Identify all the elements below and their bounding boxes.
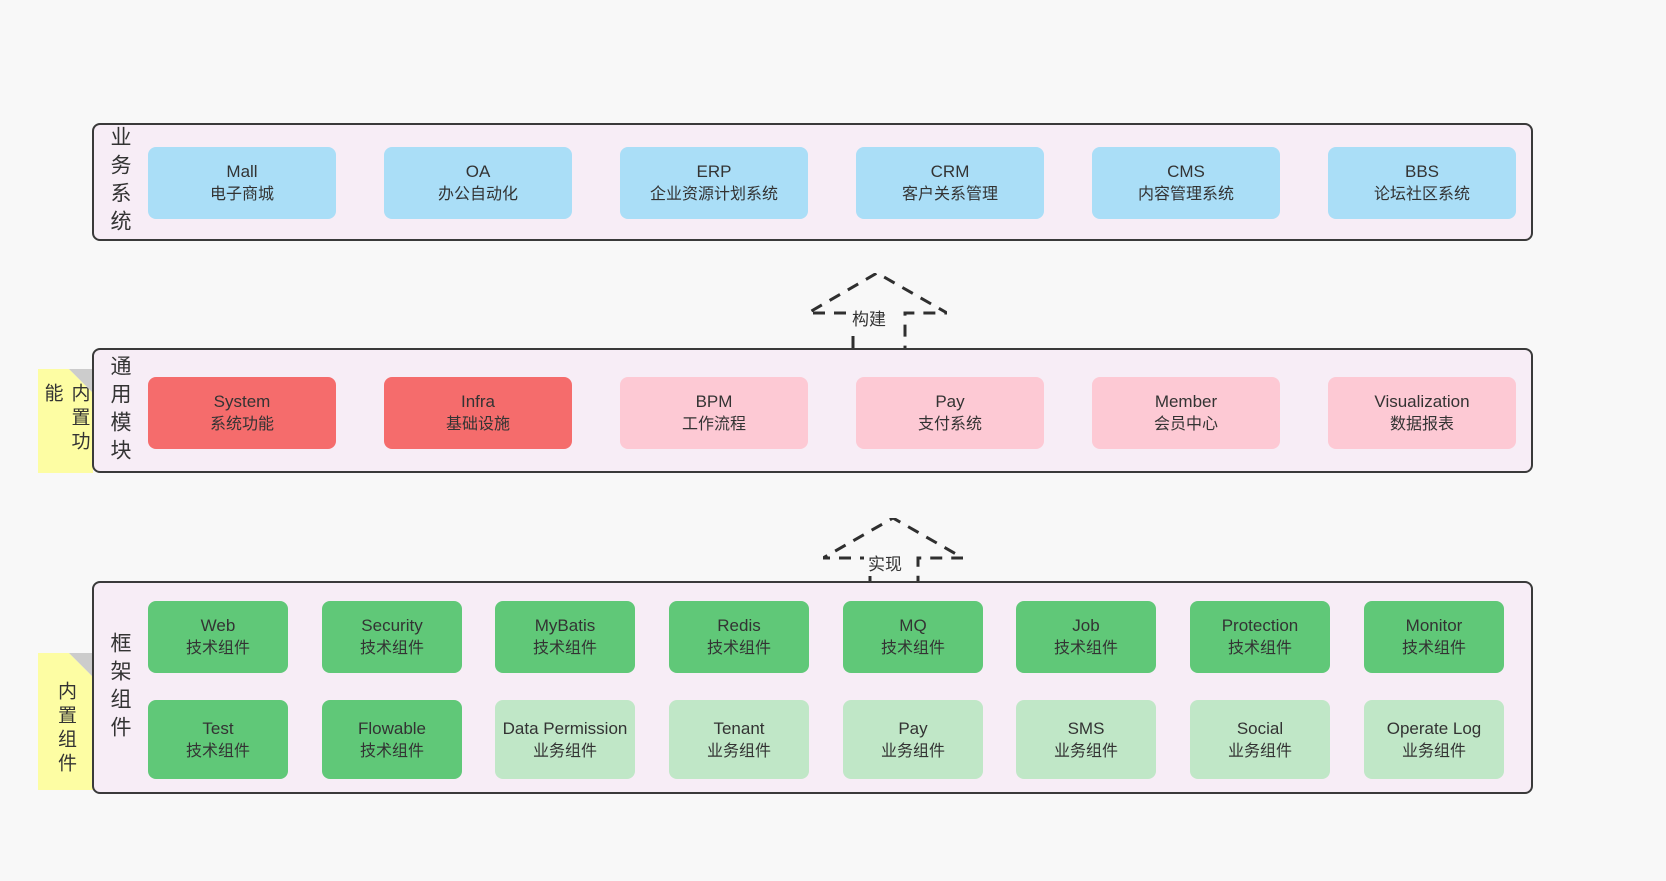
box-member: Member 会员中心 xyxy=(1092,377,1280,449)
box-bpm: BPM 工作流程 xyxy=(620,377,808,449)
panel-framework-components: 框架组件 Web 技术组件 Security 技术组件 MyBatis 技术组件… xyxy=(92,581,1533,794)
box-infra: Infra 基础设施 xyxy=(384,377,572,449)
sticky-note-label: 内置功能 xyxy=(41,383,90,455)
box-pay-module: Pay 支付系统 xyxy=(856,377,1044,449)
box-crm: CRM 客户关系管理 xyxy=(856,147,1044,219)
box-mybatis: MyBatis 技术组件 xyxy=(495,601,635,673)
box-social: Social 业务组件 xyxy=(1190,700,1330,779)
panel-label-business-systems: 业务系统 xyxy=(108,126,131,238)
box-operate-log: Operate Log 业务组件 xyxy=(1364,700,1504,779)
panel-label-common-modules: 通用模块 xyxy=(108,354,131,467)
box-test: Test 技术组件 xyxy=(148,700,288,779)
box-sms: SMS 业务组件 xyxy=(1016,700,1156,779)
box-pay-component: Pay 业务组件 xyxy=(843,700,983,779)
box-bbs: BBS 论坛社区系统 xyxy=(1328,147,1516,219)
box-web: Web 技术组件 xyxy=(148,601,288,673)
box-system: System 系统功能 xyxy=(148,377,336,449)
sticky-note-label: 内置组件 xyxy=(55,680,76,777)
arrow-implement-label: 实现 xyxy=(864,549,906,576)
box-flowable: Flowable 技术组件 xyxy=(322,700,462,779)
box-security: Security 技术组件 xyxy=(322,601,462,673)
panel-common-modules: 通用模块 System 系统功能 Infra 基础设施 BPM 工作流程 Pay… xyxy=(92,348,1533,473)
panel-label-framework-components: 框架组件 xyxy=(108,631,131,744)
box-job: Job 技术组件 xyxy=(1016,601,1156,673)
box-mall: Mall 电子商城 xyxy=(148,147,336,219)
box-visualization: Visualization 数据报表 xyxy=(1328,377,1516,449)
box-data-permission: Data Permission 业务组件 xyxy=(495,700,635,779)
box-monitor: Monitor 技术组件 xyxy=(1364,601,1504,673)
box-cms: CMS 内容管理系统 xyxy=(1092,147,1280,219)
box-protection: Protection 技术组件 xyxy=(1190,601,1330,673)
box-oa: OA 办公自动化 xyxy=(384,147,572,219)
sticky-note-built-in-components: 内置组件 xyxy=(38,653,93,790)
box-mq: MQ 技术组件 xyxy=(843,601,983,673)
panel-business-systems: 业务系统 Mall 电子商城 OA 办公自动化 ERP 企业资源计划系统 CRM… xyxy=(92,123,1533,241)
arrow-build-label: 构建 xyxy=(848,304,890,331)
arrow-build-icon xyxy=(802,271,953,348)
box-redis: Redis 技术组件 xyxy=(669,601,809,673)
box-erp: ERP 企业资源计划系统 xyxy=(620,147,808,219)
box-tenant: Tenant 业务组件 xyxy=(669,700,809,779)
sticky-note-built-in-features: 内置功能 xyxy=(38,369,93,473)
